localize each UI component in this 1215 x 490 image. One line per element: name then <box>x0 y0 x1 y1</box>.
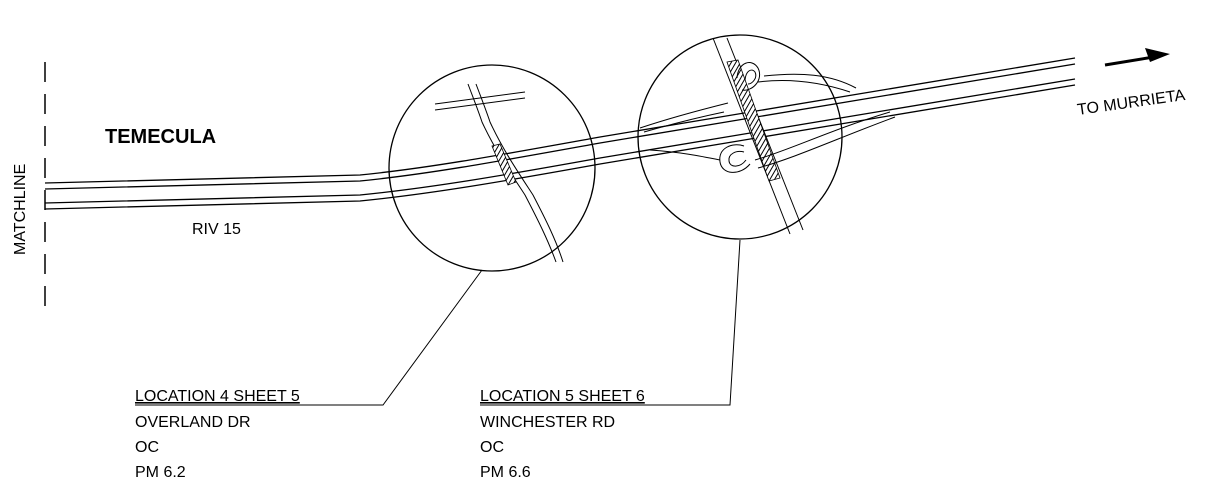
location-4-callout: LOCATION 4 SHEET 5 OVERLAND DR OC PM 6.2 <box>135 388 300 481</box>
location-type: OC <box>135 439 159 456</box>
freeway-riv-15 <box>44 57 1076 210</box>
location-road: OVERLAND DR <box>135 414 251 431</box>
location-heading: LOCATION 4 SHEET 5 <box>135 388 300 405</box>
arrow-right-icon <box>1104 48 1170 67</box>
location-5-callout: LOCATION 5 SHEET 6 WINCHESTER RD OC PM 6… <box>480 388 645 481</box>
route-label: RIV 15 <box>192 221 241 238</box>
leader-line-location-5 <box>480 239 741 406</box>
location-postmile: PM 6.2 <box>135 464 186 481</box>
location-4-detail <box>388 64 596 272</box>
leader-line-location-4 <box>135 269 483 406</box>
direction-label: TO MURRIETA <box>1076 87 1186 119</box>
location-road: WINCHESTER RD <box>480 414 615 431</box>
place-title: TEMECULA <box>105 126 216 148</box>
location-type: OC <box>480 439 504 456</box>
location-5-detail <box>637 34 896 240</box>
location-heading: LOCATION 5 SHEET 6 <box>480 388 645 405</box>
matchline-label: MATCHLINE <box>12 164 29 255</box>
location-postmile: PM 6.6 <box>480 464 531 481</box>
